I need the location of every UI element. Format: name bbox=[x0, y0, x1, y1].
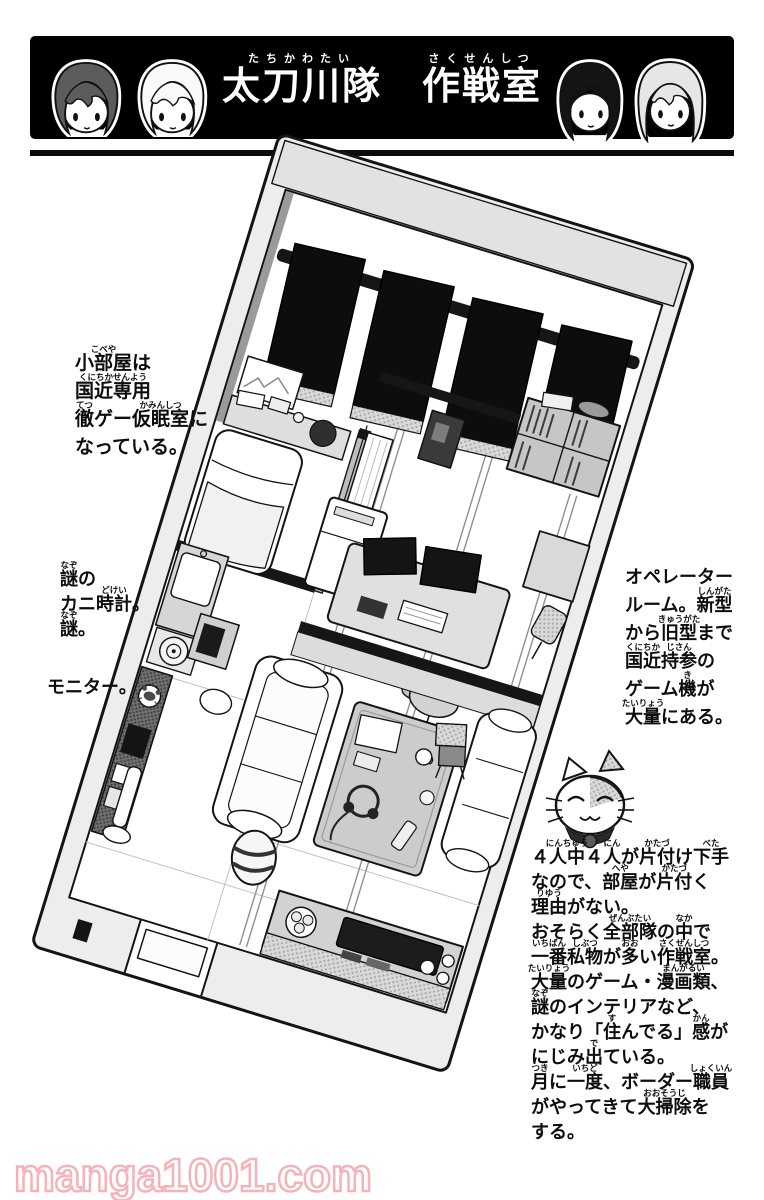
snack-plate bbox=[285, 906, 317, 939]
sofa-left bbox=[211, 655, 344, 844]
coffee-table bbox=[312, 701, 463, 877]
note-operator-room: オペレータールーム。新型しんがたから旧型きゅうがたまで国近くにちか持参じさんのゲ… bbox=[621, 567, 733, 727]
table-book bbox=[354, 714, 403, 754]
kitchen-sink bbox=[170, 552, 221, 607]
note-crab-clock: 謎なぞのカニ時計どけい。謎なぞ。 bbox=[60, 560, 150, 639]
small-monitor-screen bbox=[195, 622, 226, 659]
game-console bbox=[356, 595, 388, 620]
cups-and-mug bbox=[419, 954, 455, 985]
side-chair bbox=[530, 605, 568, 645]
bookshelf bbox=[505, 391, 622, 498]
left-shelf-wall bbox=[90, 665, 174, 844]
partition-wall-mid bbox=[290, 631, 541, 730]
entrance-step bbox=[136, 928, 209, 978]
operator-desk bbox=[326, 537, 511, 738]
partition-rail-upper bbox=[378, 371, 522, 425]
desk-monitor-1 bbox=[362, 537, 417, 576]
collar-bell bbox=[582, 833, 598, 849]
cat-closed-eye-right bbox=[596, 795, 614, 802]
remote-control bbox=[390, 820, 417, 851]
side-desk bbox=[522, 530, 591, 660]
crab-clock bbox=[136, 684, 162, 708]
tv-screen bbox=[335, 916, 444, 976]
page-title: 太刀川隊たちかわたい 作戦室さくせんしつ bbox=[221, 53, 543, 108]
banner-divider-rule bbox=[30, 150, 734, 156]
tv-console-board bbox=[259, 889, 464, 1011]
note-monitor: モニター。 bbox=[47, 677, 137, 697]
desk-monitor-2 bbox=[419, 545, 483, 594]
partition-rail-mid bbox=[297, 621, 544, 706]
backpack bbox=[230, 829, 277, 886]
chibi-head-white-hair-icon bbox=[137, 59, 208, 138]
chibi-head-dark-hair-icon bbox=[51, 59, 122, 138]
faucet bbox=[199, 550, 208, 558]
kitchenette bbox=[145, 541, 240, 676]
floor-cushion bbox=[199, 688, 233, 715]
chibi-head-long-hair-icon bbox=[634, 58, 707, 145]
cat-closed-eye-left bbox=[567, 795, 585, 802]
note-nap-room: 小部屋こべやは国近専用くにちかせんよう徹てつゲー仮眠室かみんしつになっている。 bbox=[75, 344, 209, 458]
nap-room bbox=[175, 355, 394, 594]
folding-chair bbox=[434, 722, 468, 780]
site-watermark: manga1001.com bbox=[13, 1148, 373, 1200]
cat-face-icon bbox=[545, 749, 635, 849]
light-switch-panel bbox=[72, 919, 93, 943]
sleeping-person-head bbox=[309, 419, 337, 447]
chibi-head-black-bob-icon bbox=[556, 59, 624, 143]
shelf-monitor bbox=[119, 723, 152, 759]
living-area bbox=[199, 655, 537, 886]
headphones bbox=[329, 784, 380, 841]
cup bbox=[415, 748, 433, 766]
sofa-right bbox=[440, 708, 537, 873]
door-pillar bbox=[417, 409, 466, 469]
